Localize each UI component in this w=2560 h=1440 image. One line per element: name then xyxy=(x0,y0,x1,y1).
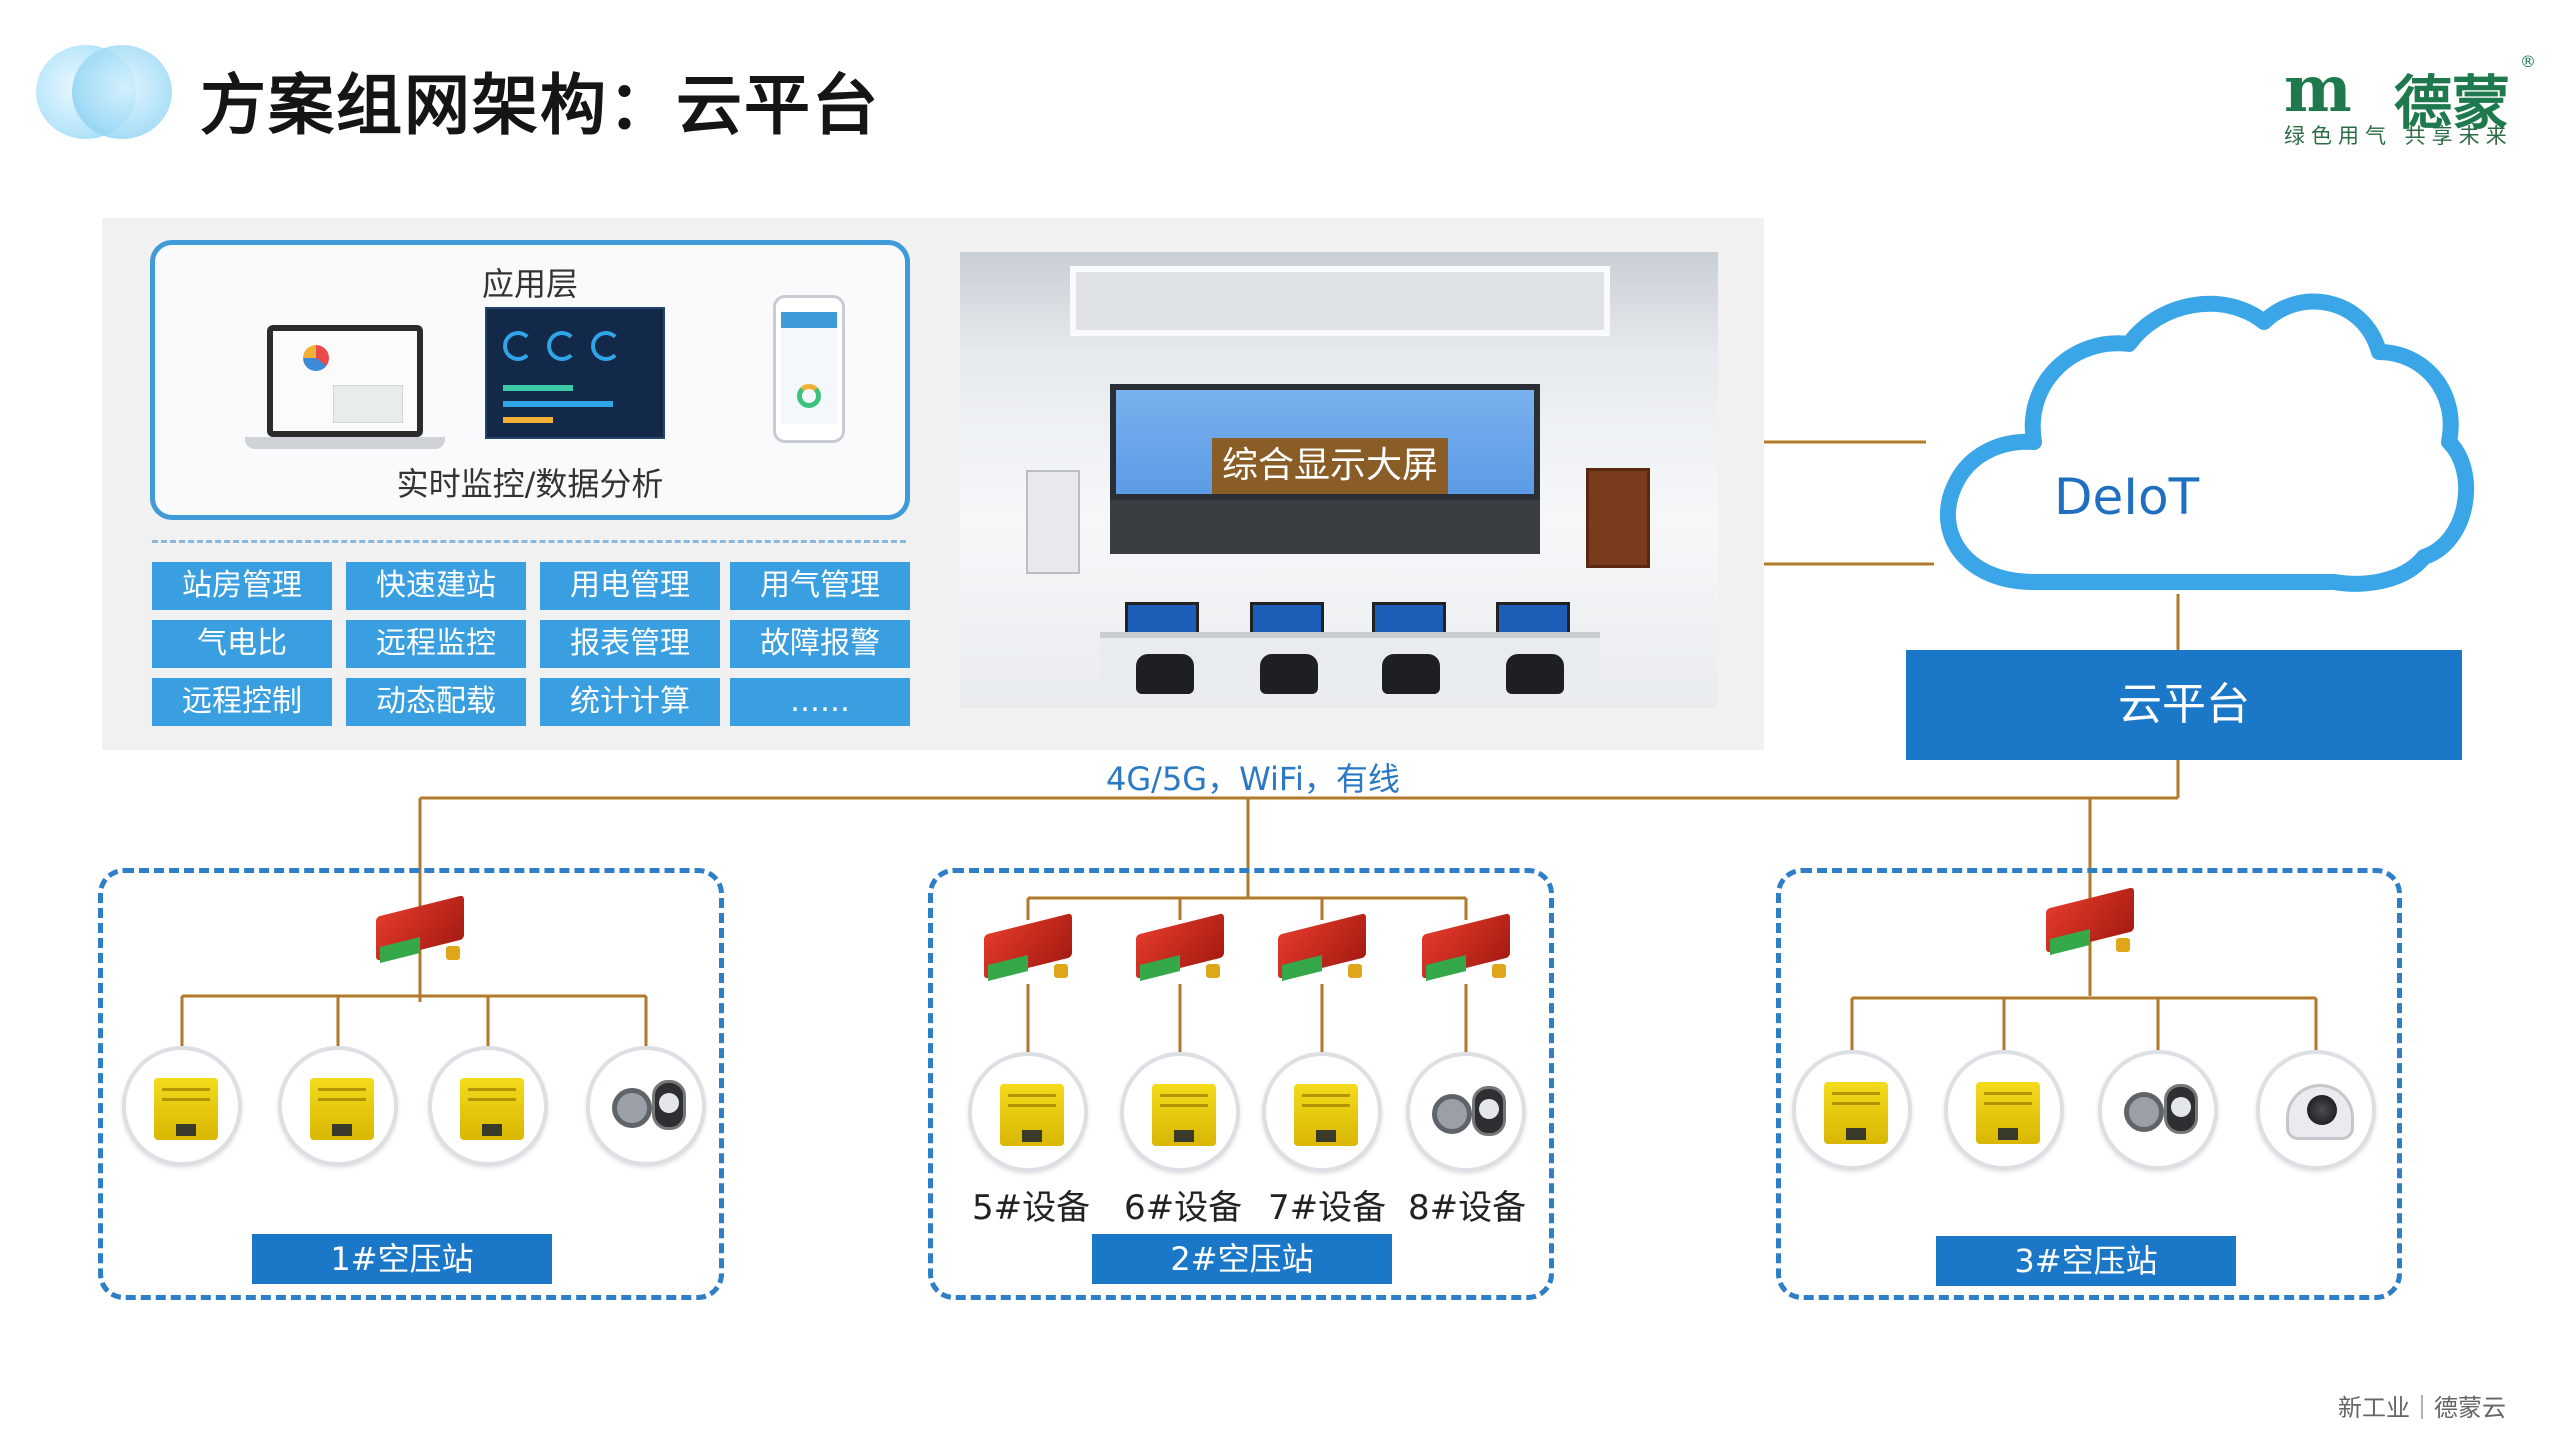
gauge-icon xyxy=(591,331,621,361)
air-compressor-icon xyxy=(1262,1052,1382,1172)
chair-icon xyxy=(1136,654,1194,694)
application-layer-box: 应用层 实时监控/数据分析 xyxy=(150,240,910,520)
control-room-image: 综合显示大屏 xyxy=(960,252,1718,708)
chair-icon xyxy=(1260,654,1318,694)
device-label: 8#设备 xyxy=(1408,1180,1526,1229)
module-button[interactable]: 快速建站 xyxy=(346,562,526,610)
device-label: 7#设备 xyxy=(1268,1180,1386,1229)
gateway-icon xyxy=(376,906,464,962)
air-compressor-icon xyxy=(428,1046,548,1166)
cloud-platform-name: DeIoT xyxy=(2054,468,2199,526)
station-label: 3#空压站 xyxy=(1936,1236,2236,1286)
gateway-icon xyxy=(1422,924,1510,980)
flow-meter-icon xyxy=(2098,1050,2218,1170)
monitor-icon xyxy=(1125,602,1199,636)
map-thumbnail xyxy=(333,385,403,423)
flow-meter-icon xyxy=(586,1046,706,1166)
module-button[interactable]: 故障报警 xyxy=(730,620,910,668)
module-button[interactable]: 远程监控 xyxy=(346,620,526,668)
module-button[interactable]: 气电比 xyxy=(152,620,332,668)
divider xyxy=(152,540,906,543)
gateway-icon xyxy=(1278,924,1366,980)
module-button[interactable]: 报表管理 xyxy=(540,620,720,668)
station-label: 1#空压站 xyxy=(252,1234,552,1284)
flow-meter-icon xyxy=(1406,1052,1526,1172)
module-button[interactable]: 远程控制 xyxy=(152,678,332,726)
module-button[interactable]: 站房管理 xyxy=(152,562,332,610)
device-label: 6#设备 xyxy=(1124,1180,1242,1229)
pie-chart-icon xyxy=(303,345,329,371)
laptop-icon xyxy=(245,325,445,455)
station-label: 2#空压站 xyxy=(1092,1234,1392,1284)
monitoring-dashboard-icon xyxy=(485,307,665,439)
application-layer-subtitle: 实时监控/数据分析 xyxy=(155,459,905,505)
air-compressor-icon xyxy=(122,1046,242,1166)
dome-camera-icon xyxy=(2256,1050,2376,1170)
device-label: 5#设备 xyxy=(972,1180,1090,1229)
module-button[interactable]: 用气管理 xyxy=(730,562,910,610)
cloud-platform-box: 云平台 xyxy=(1906,650,2462,760)
monitor-icon xyxy=(1372,602,1446,636)
gateway-icon xyxy=(984,924,1072,980)
module-button[interactable]: …… xyxy=(730,678,910,726)
gauge-icon xyxy=(547,331,577,361)
air-compressor-icon xyxy=(968,1052,1088,1172)
module-button[interactable]: 动态配载 xyxy=(346,678,526,726)
gauge-icon xyxy=(503,331,533,361)
gateway-icon xyxy=(2046,898,2134,954)
network-label: 4G/5G，WiFi，有线 xyxy=(1106,754,1400,800)
chair-icon xyxy=(1382,654,1440,694)
mobile-phone-icon xyxy=(773,295,845,443)
air-compressor-icon xyxy=(1792,1050,1912,1170)
chair-icon xyxy=(1506,654,1564,694)
monitor-icon xyxy=(1496,602,1570,636)
door-icon xyxy=(1586,468,1650,568)
gateway-icon xyxy=(1136,924,1224,980)
display-wall-label: 综合显示大屏 xyxy=(1212,438,1448,494)
air-compressor-icon xyxy=(278,1046,398,1166)
cloud-icon xyxy=(1924,282,2484,612)
monitor-icon xyxy=(1250,602,1324,636)
air-compressor-icon xyxy=(1120,1052,1240,1172)
module-button[interactable]: 用电管理 xyxy=(540,562,720,610)
ring-chart-icon xyxy=(797,384,821,408)
footer-text: 新工业｜德蒙云 xyxy=(2338,1388,2506,1423)
air-conditioner-icon xyxy=(1026,470,1080,574)
air-compressor-icon xyxy=(1944,1050,2064,1170)
module-button[interactable]: 统计计算 xyxy=(540,678,720,726)
